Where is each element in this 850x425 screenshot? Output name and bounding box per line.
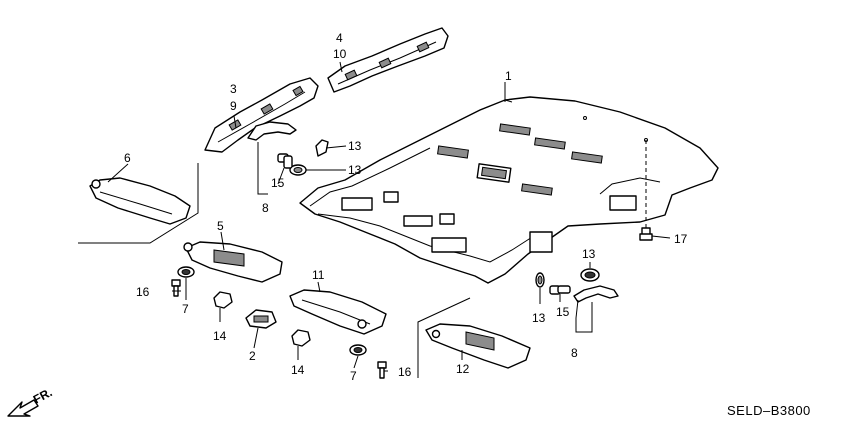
holder-7-left [177, 266, 195, 278]
roof-bracket-left [204, 77, 319, 153]
callout-1: 1 [505, 69, 512, 83]
callout-7-b: 7 [350, 369, 357, 383]
front-direction-arrow-icon [7, 399, 39, 417]
callout-6: 6 [124, 151, 131, 165]
callout-8-a: 8 [262, 201, 269, 215]
callout-17: 17 [674, 232, 688, 246]
headliner-panel [299, 96, 719, 284]
callout-15-b: 15 [556, 305, 570, 319]
callout-7-a: 7 [182, 302, 189, 316]
clip-15-left [277, 153, 293, 169]
sunvisor-left-upper [89, 177, 191, 225]
callout-13-c: 13 [582, 247, 596, 261]
screw-16-left [171, 279, 181, 297]
roof-bracket-right [327, 27, 449, 93]
cap-13-right-lower [535, 272, 545, 288]
cap-13-right-upper [580, 268, 600, 282]
callout-14-b: 14 [291, 363, 305, 377]
callout-2: 2 [249, 349, 256, 363]
screw-16-right [377, 361, 387, 379]
holder-7-right [349, 344, 367, 356]
bracket-14-right [291, 329, 311, 347]
callout-5: 5 [217, 219, 224, 233]
callout-16-b: 16 [398, 365, 412, 379]
sunvisor-right-center [289, 289, 387, 335]
cap-13-upper-left [315, 139, 329, 157]
callout-13-a: 13 [348, 139, 362, 153]
clip-15-right [549, 285, 571, 295]
callout-3: 3 [230, 82, 237, 96]
grab-handle-right [573, 285, 619, 303]
callout-11: 11 [312, 268, 325, 282]
screw-17 [639, 227, 653, 241]
callout-12: 12 [456, 362, 470, 376]
sunvisor-right-mirror [425, 323, 531, 369]
callout-4: 4 [336, 31, 343, 45]
callout-16-a: 16 [136, 285, 150, 299]
callout-13-d: 13 [532, 311, 546, 325]
grab-handle-left [247, 121, 297, 141]
diagram-code: SELD–B3800 [727, 403, 811, 418]
callout-15-a: 15 [271, 176, 285, 190]
callout-8-b: 8 [571, 346, 578, 360]
sunvisor-left-mirror [183, 241, 283, 283]
holder-2 [245, 309, 277, 329]
callout-13-b: 13 [348, 163, 362, 177]
callout-10: 10 [333, 47, 347, 61]
callout-9: 9 [230, 99, 237, 113]
callout-14-a: 14 [213, 329, 227, 343]
bracket-14-left [213, 291, 233, 309]
